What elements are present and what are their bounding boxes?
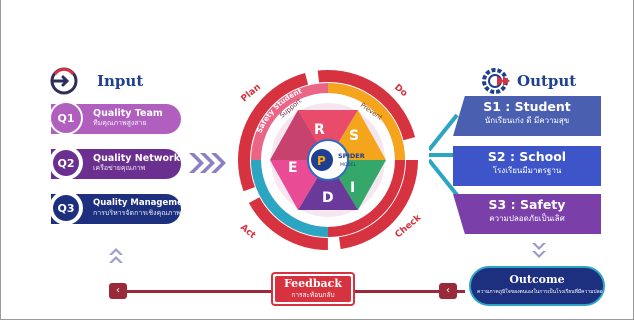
cycle-word-do: Do	[392, 83, 409, 99]
s1-subtitle: นักเรียนเก่ง ดี มีความสุข	[484, 116, 570, 125]
q3-title: Quality Management	[93, 198, 193, 208]
feedback-arrow-left-icon: ‹	[109, 283, 127, 299]
q3-pill: Q3 Quality Management การบริหารจัดการเชิ…	[49, 191, 193, 225]
q3-badge: Q3	[49, 191, 83, 225]
q3-subtitle: การบริหารจัดการเชิงคุณภาพ	[93, 209, 181, 217]
s3-pill: S3 : Safety ความปลอดภัยเป็นเลิศ	[453, 194, 601, 234]
center-letter: P	[317, 154, 326, 168]
q2-title: Quality Network	[93, 153, 181, 164]
output-connectors	[429, 113, 459, 197]
center-title: SPIDER	[338, 152, 365, 160]
segment-d	[298, 160, 358, 210]
cycle-word-plan: Plan	[240, 82, 263, 104]
s2-title: S2 : School	[487, 149, 567, 164]
s1-pill: S1 : Student นักเรียนเก่ง ดี มีความสุข	[453, 96, 601, 136]
output-title: Output	[517, 72, 577, 90]
q2-badge: Q2	[49, 146, 83, 180]
spider-wheel: Safety Student Safety School R S I D E S…	[238, 70, 425, 250]
segment-e-letter: E	[288, 160, 298, 176]
s3-subtitle: ความปลอดภัยเป็นเลิศ	[489, 214, 565, 223]
q1-badge: Q1	[49, 101, 83, 135]
outcome-down-chevrons-icon	[532, 243, 546, 258]
q1-subtitle: ทีมคุณภาพสูงสาย	[93, 119, 147, 127]
q1-title: Quality Team	[93, 108, 163, 119]
center-subtitle: MODEL	[340, 162, 357, 168]
input-title: Input	[97, 72, 144, 90]
segment-r-letter: R	[314, 122, 325, 138]
s2-subtitle: โรงเรียนมีมาตรฐาน	[492, 166, 562, 175]
feedback-up-chevrons-icon	[109, 248, 123, 263]
cycle-word-act: Act	[238, 223, 258, 242]
outcome-subtitle: ความภาคภูมิใจของตนเองในการเป็นโรงเรียนที…	[477, 289, 603, 295]
segment-i-letter: I	[350, 180, 355, 196]
cycle-word-check: Check	[394, 212, 425, 240]
feedback-arrow-right-icon: ‹	[439, 283, 457, 299]
segment-r	[298, 110, 358, 160]
feedback-subtitle: การสะท้อนกลับ	[291, 291, 335, 299]
segment-s-letter: S	[349, 128, 359, 144]
s3-title: S3 : Safety	[488, 197, 566, 212]
feedback-title: Feedback	[283, 277, 343, 290]
q1-pill: Q1 Quality Team ทีมคุณภาพสูงสาย	[49, 101, 181, 135]
feedback-box: Feedback การสะท้อนกลับ	[271, 272, 355, 306]
input-chevrons-icon	[189, 153, 226, 173]
input-gear-icon	[50, 67, 78, 95]
segment-d-letter: D	[322, 190, 334, 206]
q2-pill: Q2 Quality Network เครือข่ายคุณภาพ	[49, 146, 181, 180]
outcome-title: Outcome	[509, 273, 565, 286]
s1-title: S1 : Student	[483, 99, 571, 114]
outcome-box: Outcome ความภาคภูมิใจของตนเองในการเป็นโร…	[469, 266, 605, 306]
s2-pill: S2 : School โรงเรียนมีมาตรฐาน	[453, 146, 601, 186]
output-gear-icon	[482, 68, 510, 94]
q2-subtitle: เครือข่ายคุณภาพ	[93, 164, 146, 172]
